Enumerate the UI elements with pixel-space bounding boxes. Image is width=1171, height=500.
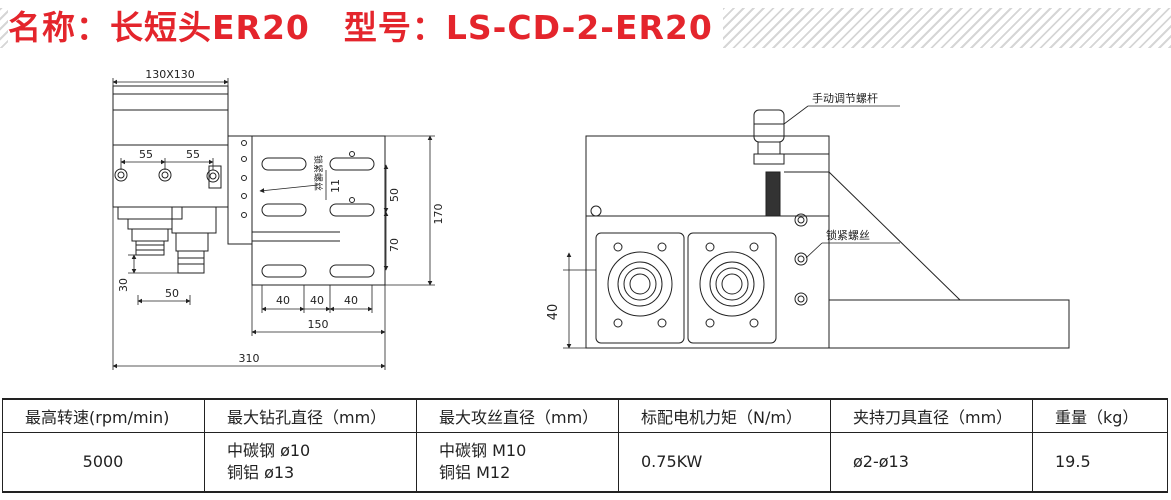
left-dimension-labels: 130X130 55 55 11 50 70 170 30 50 40 40 4…	[117, 68, 445, 365]
drill-copper-aluminum: 铜铝 ø13	[227, 463, 295, 482]
product-name: 名称：长短头ER20	[8, 8, 310, 47]
product-title: 名称：长短头ER20 型号：LS-CD-2-ER20	[8, 8, 723, 48]
housing	[585, 135, 830, 217]
dim-40-b: 40	[310, 294, 324, 307]
manual-adjust-knob	[753, 109, 785, 143]
base-plate	[828, 299, 1070, 349]
motor-block	[112, 85, 229, 146]
front-face	[585, 215, 830, 349]
title-banner: 名称：长短头ER20 型号：LS-CD-2-ER20	[0, 0, 1171, 58]
dim-150: 150	[308, 318, 329, 331]
value-max-speed: 5000	[2, 432, 205, 493]
header-weight: 重量（kg）	[1032, 398, 1168, 433]
tap-steel: 中碳钢 M10	[439, 441, 527, 460]
dim-130x130: 130X130	[145, 68, 195, 81]
lock-screw-vertical-label: 锁紧螺丝	[312, 155, 324, 191]
tap-copper-aluminum: 铜铝 M12	[439, 463, 511, 482]
lock-screw-label: 锁紧螺丝	[826, 228, 870, 242]
technical-drawing: 130X130 55 55 11 50 70 170 30 50 40 40 4…	[112, 68, 1070, 370]
header-max-tap: 最大攻丝直径（mm）	[416, 398, 619, 433]
header-max-drill: 最大钻孔直径（mm）	[204, 398, 417, 433]
value-clamp-diameter: ø2-ø13	[830, 432, 1033, 493]
spec-header-row: 最高转速(rpm/min) 最大钻孔直径（mm） 最大攻丝直径（mm） 标配电机…	[2, 398, 1168, 433]
dim-40-right: 40	[546, 304, 561, 321]
left-view	[112, 85, 386, 286]
dim-70: 70	[388, 238, 401, 252]
product-model: 型号：LS-CD-2-ER20	[343, 8, 713, 47]
dim-40-c: 40	[344, 294, 358, 307]
value-weight: 19.5	[1032, 432, 1168, 493]
dim-170: 170	[432, 204, 445, 225]
dim-40-a: 40	[276, 294, 290, 307]
side-plate	[227, 135, 253, 245]
spec-value-row: 5000 中碳钢 ø10 铜铝 ø13 中碳钢 M10 铜铝 M12 0.75K…	[2, 432, 1168, 493]
header-max-speed: 最高转速(rpm/min)	[2, 398, 205, 433]
dim-55-b: 55	[186, 148, 200, 161]
manual-adjust-screw-label: 手动调节螺杆	[812, 91, 878, 105]
right-view	[585, 109, 1070, 349]
value-max-tap: 中碳钢 M10 铜铝 M12	[416, 432, 619, 493]
left-dimension-lines	[112, 78, 435, 370]
adjust-screw-rod	[765, 171, 781, 217]
dim-310: 310	[239, 352, 260, 365]
drill-steel: 中碳钢 ø10	[227, 441, 311, 460]
dim-55-a: 55	[139, 148, 153, 161]
spec-table: 最高转速(rpm/min) 最大钻孔直径（mm） 最大攻丝直径（mm） 标配电机…	[2, 398, 1168, 493]
header-clamp-diameter: 夹持刀具直径（mm）	[830, 398, 1033, 433]
header-motor-torque: 标配电机力矩（N/m）	[618, 398, 831, 433]
value-motor-torque: 0.75KW	[618, 432, 831, 493]
dim-11: 11	[329, 179, 342, 193]
dim-50-horizontal: 50	[165, 287, 179, 300]
right-dimension-lines	[563, 105, 900, 349]
right-labels: 手动调节螺杆 锁紧螺丝 40	[546, 91, 878, 320]
dim-50-vertical: 50	[388, 188, 401, 202]
value-max-drill: 中碳钢 ø10 铜铝 ø13	[204, 432, 417, 493]
dim-30: 30	[117, 278, 130, 292]
